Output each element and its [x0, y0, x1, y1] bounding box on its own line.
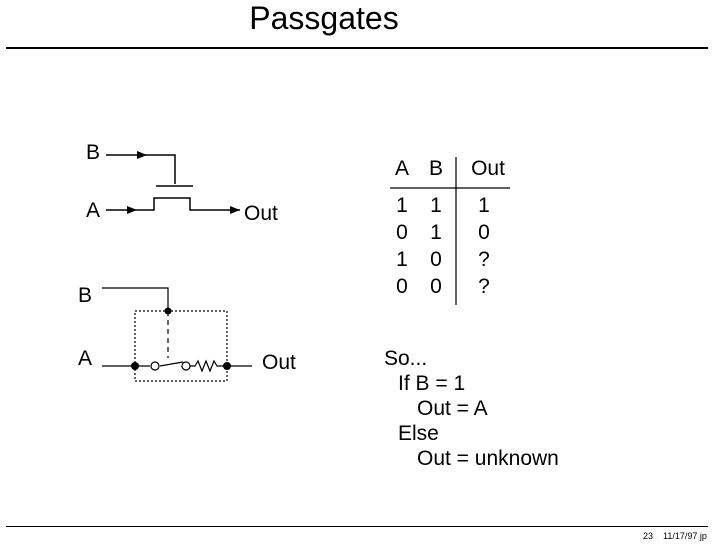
resistor [190, 359, 228, 373]
output-node [223, 362, 231, 370]
input-b-arrow [137, 151, 147, 159]
table-cell: ? [478, 248, 490, 271]
table-cell: 1 [430, 221, 442, 244]
table-cell: 0 [430, 248, 442, 271]
switch-contact-right [181, 361, 191, 371]
bottom-input-a-label: A [78, 347, 93, 370]
control-node [164, 307, 172, 315]
dotted-box [134, 310, 228, 382]
table-cell: 0 [430, 275, 442, 298]
control-b-wire [102, 287, 169, 311]
note-line-1: So... [384, 347, 428, 370]
channel [138, 197, 196, 211]
table-cell: 1 [478, 194, 490, 217]
note-line-4: Else [398, 422, 439, 445]
title-rule [6, 47, 708, 49]
footer-page-number: 23 [643, 531, 654, 541]
table-header-a: A [394, 157, 409, 180]
top-output-label: Out [244, 202, 278, 225]
table-cell: 0 [396, 275, 408, 298]
table-cell: 1 [396, 248, 408, 271]
bottom-input-b-label: B [78, 284, 93, 307]
gate-b-wire [106, 154, 176, 184]
table-header-out: Out [471, 157, 505, 180]
note-line-3: Out = A [417, 397, 488, 420]
bottom-output-label: Out [262, 351, 296, 374]
switch-contact-left [150, 361, 160, 371]
switch-blade [159, 361, 184, 367]
footer-rule [6, 526, 708, 527]
table-cell: ? [478, 275, 490, 298]
top-input-b-label: B [86, 141, 101, 164]
note-line-5: Out = unknown [417, 447, 559, 470]
note-line-2: If B = 1 [398, 372, 466, 395]
slide-title: Passgates [249, 0, 399, 36]
input-a-arrow [127, 206, 137, 214]
top-input-a-label: A [86, 199, 101, 222]
table-cell: 1 [396, 194, 408, 217]
table-header-b: B [428, 157, 443, 180]
table-cell: 0 [396, 221, 408, 244]
table-cell: 1 [430, 194, 442, 217]
switch-model [102, 287, 252, 382]
transistor-passgate [106, 154, 240, 211]
output-arrow [230, 206, 240, 214]
input-node [131, 362, 139, 370]
footer-stamp: 11/17/97 jp [663, 531, 707, 541]
table-cell: 0 [478, 221, 490, 244]
